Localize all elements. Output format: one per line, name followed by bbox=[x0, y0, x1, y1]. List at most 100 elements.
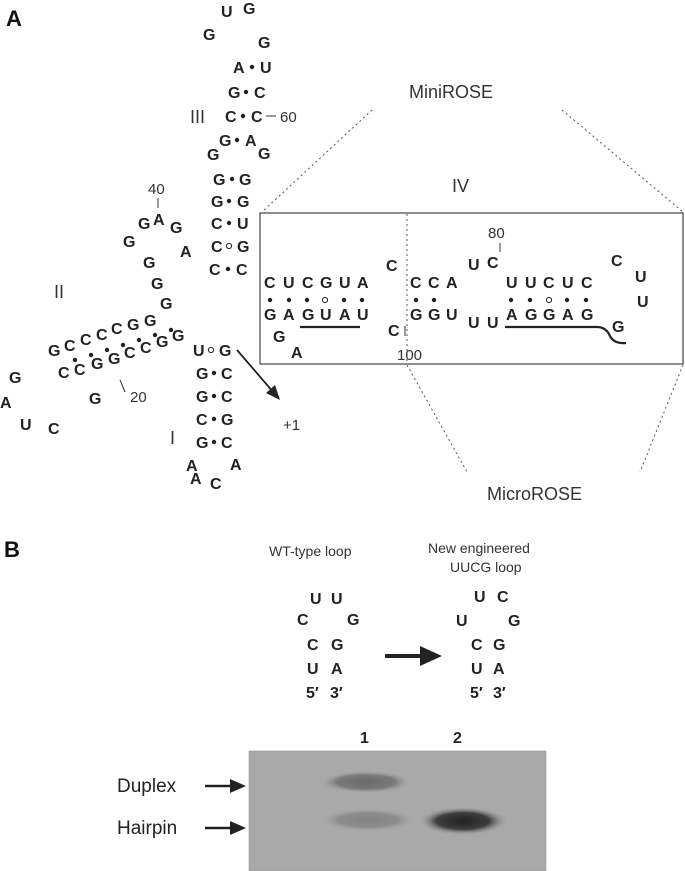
nucleotide: A bbox=[233, 60, 245, 77]
nucleotide: U bbox=[237, 216, 249, 233]
nucleotide: C bbox=[236, 262, 248, 279]
nucleotide: G bbox=[612, 319, 624, 336]
nucleotide: U bbox=[331, 591, 343, 608]
five-prime-end: 5′ bbox=[306, 685, 319, 702]
nucleotide: G bbox=[9, 370, 21, 387]
engineered-loop-title-2: UUCG loop bbox=[450, 559, 522, 575]
position-number-100: 100 bbox=[397, 347, 422, 364]
five-prime-end: 5′ bbox=[470, 685, 483, 702]
nucleotide: G bbox=[123, 234, 135, 251]
nucleotide: C bbox=[497, 589, 509, 606]
position-number-40: 40 bbox=[148, 181, 165, 198]
nucleotide: U bbox=[506, 275, 518, 292]
nucleotide: G bbox=[493, 637, 505, 654]
nucleotide: C bbox=[611, 253, 623, 270]
nucleotide: A bbox=[180, 244, 192, 261]
nucleotide: U bbox=[260, 60, 272, 77]
nucleotide: G bbox=[237, 239, 249, 256]
nucleotide: U bbox=[456, 613, 468, 630]
wt-loop-title: WT-type loop bbox=[269, 543, 352, 559]
nucleotide: C bbox=[221, 435, 233, 452]
nucleotide: G bbox=[138, 216, 150, 233]
nucleotide: G bbox=[196, 366, 208, 383]
nucleotide: G bbox=[127, 317, 139, 334]
nucleotide: G bbox=[347, 612, 359, 629]
nucleotide: C bbox=[254, 85, 266, 102]
nucleotide: G bbox=[302, 307, 314, 324]
nucleotide: G bbox=[508, 613, 520, 630]
stem-I: U G G C G C C G G C A A A C I +1 bbox=[170, 343, 300, 493]
nucleotide: A bbox=[339, 307, 351, 324]
nucleotide: C bbox=[264, 275, 276, 292]
nucleotide: U bbox=[283, 275, 295, 292]
nucleotide: G bbox=[91, 356, 103, 373]
nucleotide: A bbox=[446, 275, 458, 292]
nucleotide: U bbox=[20, 417, 32, 434]
stem-III: U G G G A U G C C C 60 G A G G G G G G C… bbox=[190, 1, 297, 279]
position-number-60: 60 bbox=[280, 109, 297, 126]
nucleotide: C bbox=[80, 332, 92, 349]
nucleotide: G bbox=[410, 307, 422, 324]
nucleotide: G bbox=[331, 637, 343, 654]
stem-IV-box: IV 80 100 C U C G U A C C C A U C U U C … bbox=[259, 176, 684, 365]
nucleotide: U bbox=[320, 307, 332, 324]
nucleotide: G bbox=[203, 27, 215, 44]
nucleotide: A bbox=[291, 345, 303, 362]
band-lane2-hairpin bbox=[419, 807, 507, 835]
nucleotide: C bbox=[48, 421, 60, 438]
conversion-arrow bbox=[385, 646, 442, 666]
nucleotide: A bbox=[493, 661, 505, 678]
nucleotide: C bbox=[209, 262, 221, 279]
nucleotide: C bbox=[428, 275, 440, 292]
nucleotide: G bbox=[196, 389, 208, 406]
nucleotide: C bbox=[64, 338, 76, 355]
nucleotide: C bbox=[225, 109, 237, 126]
nucleotide: G bbox=[543, 307, 555, 324]
nucleotide: U bbox=[471, 661, 483, 678]
nucleotide: U bbox=[357, 307, 369, 324]
nucleotide: A bbox=[283, 307, 295, 324]
nucleotide: C bbox=[221, 389, 233, 406]
microROSE-label: MicroROSE bbox=[487, 484, 582, 504]
nucleotide: G bbox=[211, 194, 223, 211]
panel-b-label: B bbox=[4, 537, 20, 562]
miniROSE-label: MiniROSE bbox=[409, 82, 493, 102]
nucleotide: G bbox=[243, 1, 255, 18]
nucleotide: C bbox=[196, 412, 208, 429]
nucleotide: C bbox=[140, 340, 152, 357]
nucleotide: C bbox=[386, 258, 398, 275]
stem-label-III: III bbox=[190, 107, 205, 127]
engineered-loop-title: New engineered bbox=[428, 540, 530, 556]
stem-label-IV: IV bbox=[452, 176, 469, 196]
nucleotide: G bbox=[156, 334, 168, 351]
nucleotide: A bbox=[186, 458, 198, 475]
callout-lines: MiniROSE MicroROSE bbox=[261, 82, 684, 504]
nucleotide: U bbox=[468, 257, 480, 274]
nucleotide: G bbox=[239, 172, 251, 189]
nucleotide: U bbox=[474, 589, 486, 606]
nucleotide: C bbox=[111, 321, 123, 338]
nucleotide: G bbox=[172, 328, 184, 345]
hairpin-label: Hairpin bbox=[117, 818, 177, 839]
three-prime-end: 3′ bbox=[493, 685, 506, 702]
nucleotide: G bbox=[581, 307, 593, 324]
position-number-80: 80 bbox=[488, 225, 505, 242]
stem-label-II: II bbox=[54, 282, 64, 302]
nucleotide: A bbox=[230, 457, 242, 474]
nucleotide: G bbox=[237, 194, 249, 211]
nucleotide: C bbox=[211, 216, 223, 233]
nucleotide: G bbox=[213, 172, 225, 189]
nucleotide: C bbox=[307, 637, 319, 654]
nucleotide: U bbox=[637, 294, 649, 311]
nucleotide: G bbox=[48, 343, 60, 360]
nucleotide: U bbox=[221, 4, 233, 21]
nucleotide: A bbox=[245, 133, 257, 150]
nucleotide: G bbox=[219, 133, 231, 150]
panel-a-label: A bbox=[6, 6, 22, 31]
transcription-start-label: +1 bbox=[283, 417, 300, 434]
stem-label-I: I bbox=[170, 428, 175, 448]
nucleotide: G bbox=[221, 412, 233, 429]
nucleotide: C bbox=[251, 109, 263, 126]
nucleotide: U bbox=[635, 269, 647, 286]
nucleotide: U bbox=[307, 661, 319, 678]
